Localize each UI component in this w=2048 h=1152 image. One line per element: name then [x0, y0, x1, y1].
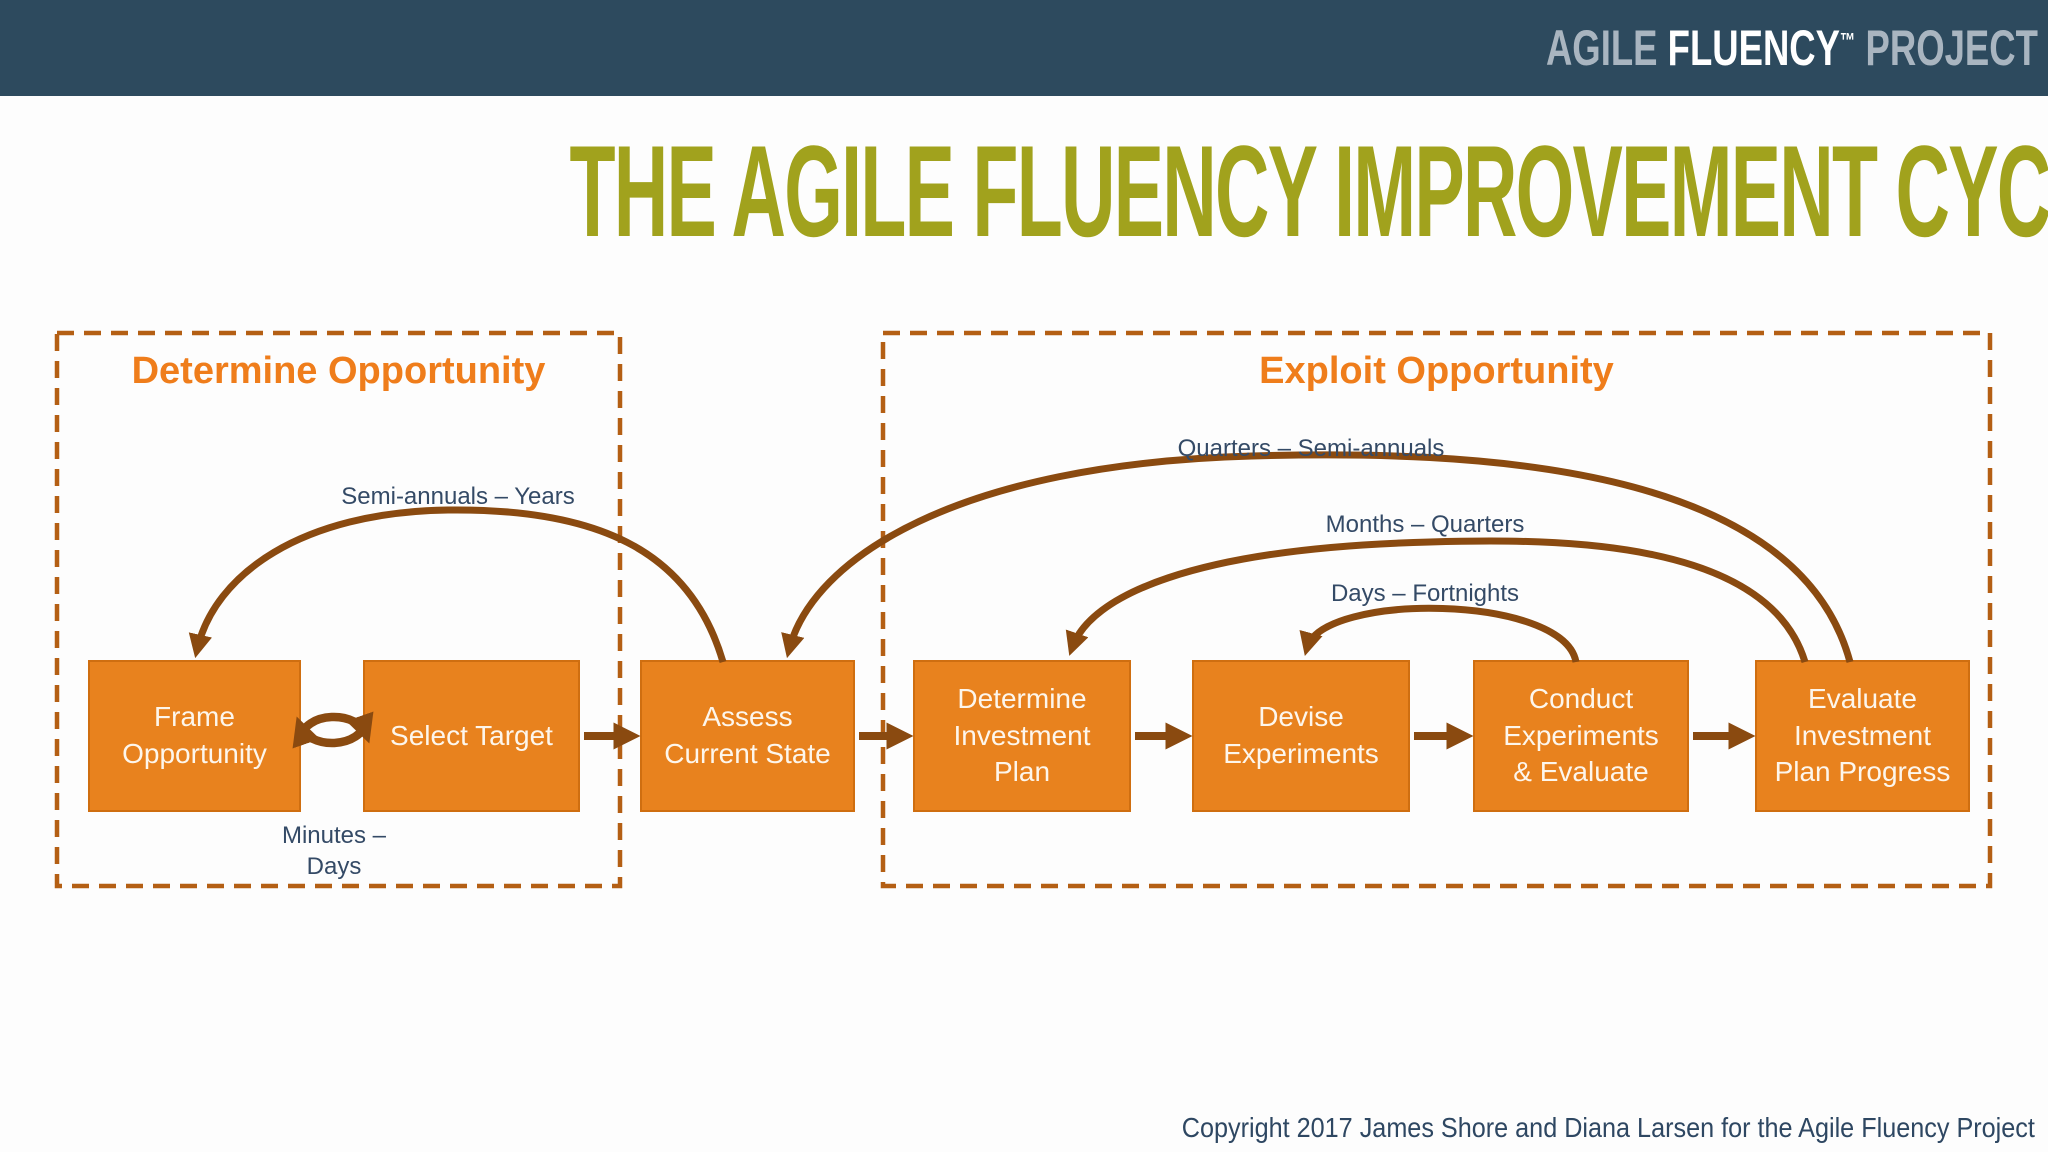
agile-fluency-project-logo: AGILE FLUENCY™ PROJECT: [1546, 19, 2038, 77]
header-bar: AGILE FLUENCY™ PROJECT: [0, 0, 2048, 96]
loop-arrow-top: [296, 711, 374, 744]
cycle-arc-semi-annuals-years: [188, 506, 727, 663]
loop-cycle-icon: [292, 711, 374, 749]
page-title: THE AGILE FLUENCY IMPROVEMENT CYCLE: [569, 118, 2048, 264]
logo-word-project: PROJECT: [1865, 20, 2038, 76]
cycle-label-minutes-days: Minutes –Days: [281, 822, 387, 881]
group-title-exploit-opportunity: Exploit Opportunity: [1259, 350, 1614, 392]
cycle-label-days-fortnights: Days – Fortnights: [1330, 580, 1520, 607]
trademark-symbol: ™: [1840, 29, 1856, 53]
cycle-arc-days-fortnights: [1299, 604, 1580, 663]
cycle-label-months-quarters: Months – Quarters: [1325, 511, 1525, 538]
logo-word-agile: AGILE: [1546, 20, 1658, 76]
logo-word-fluency: FLUENCY: [1667, 20, 1841, 76]
process-box-select-target: Select Target: [363, 660, 580, 812]
group-title-determine-opportunity: Determine Opportunity: [131, 350, 546, 392]
cycle-label-semi-annuals-years: Semi-annuals – Years: [341, 483, 575, 510]
cycle-label-quarters-semi-annuals: Quarters – Semi-annuals: [1177, 435, 1445, 462]
copyright-notice: Copyright 2017 James Shore and Diana Lar…: [1181, 1112, 2035, 1143]
cycle-arc-quarters-semi-annuals: [781, 451, 1854, 663]
loop-arrow-bottom: [292, 716, 370, 749]
